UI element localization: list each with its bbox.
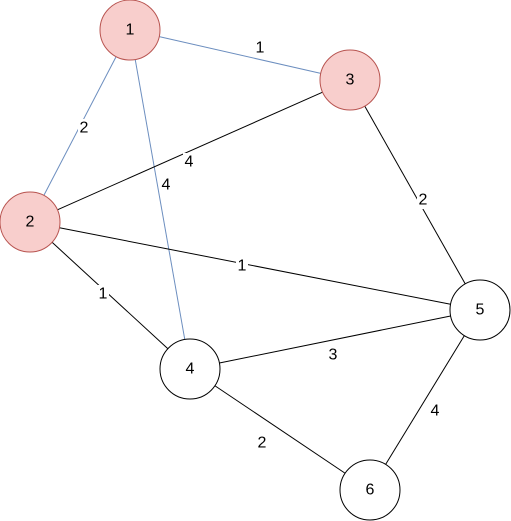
edge-label-bg-2-3 [183,153,195,171]
edge-label-bg-2-5 [236,257,248,275]
edge-weight-2-4: 1 [99,286,108,303]
node-circle-1[interactable] [99,0,161,61]
edge-label-bg-1-2 [78,119,90,137]
node-circle-5[interactable] [449,279,511,341]
node-circle-3[interactable] [319,49,381,111]
edge-2-3 [57,91,323,211]
edge-2-4 [51,241,169,350]
edge-3-5 [364,105,466,285]
edge-label-bg-4-5 [327,346,339,364]
edge-label-bg-1-3 [254,39,266,57]
node-label-3: 3 [346,72,355,89]
edge-label-bg-3-5 [417,191,429,209]
node-4[interactable]: 4 [159,338,221,400]
node-label-4: 4 [186,361,195,378]
edges-layer [43,36,466,474]
edge-1-4 [134,59,186,340]
node-1[interactable]: 1 [99,0,161,61]
node-6[interactable]: 6 [339,459,401,521]
node-label-5: 5 [476,302,485,319]
node-3[interactable]: 3 [319,49,381,111]
node-label-6: 6 [366,482,375,499]
edge-weight-5-6: 4 [431,403,440,420]
node-5[interactable]: 5 [449,279,511,341]
edge-weight-1-3: 1 [256,40,265,57]
edge-weight-4-6: 2 [258,435,267,452]
edge-label-bg-4-6 [256,434,268,452]
edge-4-6 [214,385,346,474]
node-label-1: 1 [126,22,135,39]
edge-weight-1-4: 4 [162,177,171,194]
edge-weight-3-5: 2 [419,192,428,209]
edge-label-bg-5-6 [429,402,441,420]
edge-label-bg-1-4 [160,176,172,194]
edge-2-5 [59,227,451,305]
node-circle-6[interactable] [339,459,401,521]
node-circle-2[interactable] [0,191,61,253]
node-label-2: 2 [26,214,35,231]
edge-weight-4-5: 3 [329,347,338,364]
edge-label-bg-2-4 [97,285,109,303]
edge-5-6 [385,335,465,465]
node-2[interactable]: 2 [0,191,61,253]
edge-4-5 [219,315,451,364]
edge-weight-2-3: 4 [185,154,194,171]
edge-weight-1-2: 2 [80,120,89,137]
edge-1-3 [159,36,321,74]
edge-weight-2-5: 1 [238,258,247,275]
node-circle-4[interactable] [159,338,221,400]
